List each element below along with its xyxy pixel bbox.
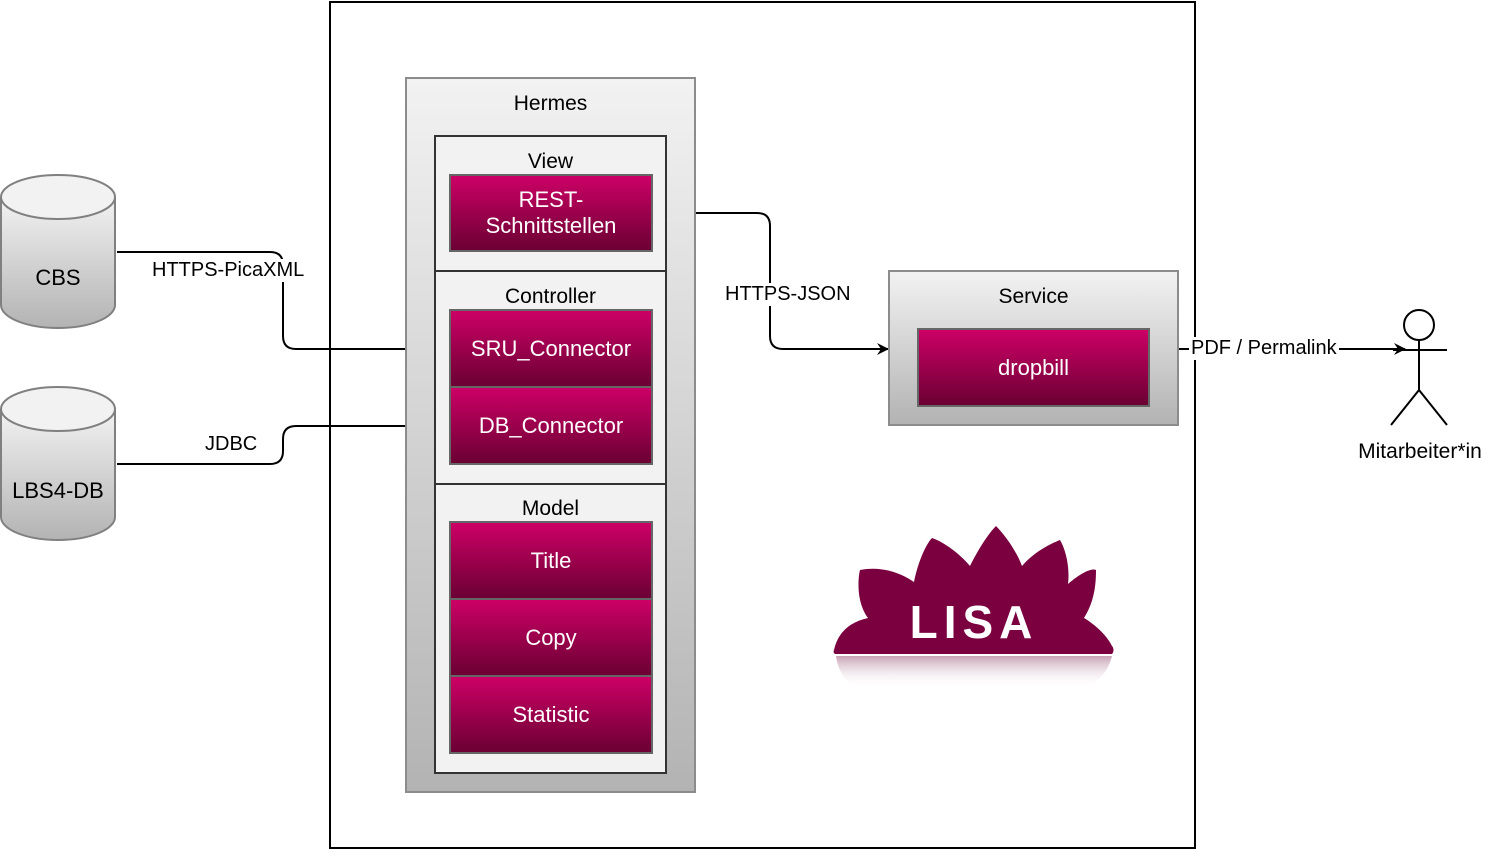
- sru-connector-component: SRU_Connector: [449, 309, 653, 388]
- actor-label: Mitarbeiter*in: [1358, 440, 1482, 463]
- edge-label-jdbc: JDBC: [203, 433, 260, 456]
- controller-title: Controller: [504, 285, 597, 308]
- title-component: Title: [449, 521, 653, 600]
- edge-label-https-json: HTTPS-JSON: [723, 283, 853, 306]
- database-lbs4-label: LBS4-DB: [12, 478, 104, 503]
- edge-cbs-to-sru: [117, 251, 450, 355]
- service-title: Service: [998, 285, 1069, 308]
- copy-component: Copy: [449, 598, 653, 677]
- edge-label-https-picaxml: HTTPS-PicaXML: [150, 259, 307, 282]
- lisa-logo: LISA: [833, 526, 1114, 688]
- rest-schnittstellen-component: REST- Schnittstellen: [449, 174, 653, 252]
- lisa-logo-text: LISA: [910, 596, 1039, 648]
- model-title: Model: [521, 497, 580, 520]
- edge-label-pdf-permalink: PDF / Permalink: [1189, 337, 1339, 360]
- database-cbs: [0, 174, 116, 329]
- edge-rest-to-service: [653, 212, 889, 355]
- statistic-component: Statistic: [449, 675, 653, 754]
- db-connector-component: DB_Connector: [449, 386, 653, 465]
- hermes-title: Hermes: [513, 92, 588, 115]
- database-lbs4: [0, 386, 116, 541]
- actor-icon: [1390, 309, 1448, 426]
- view-title: View: [527, 150, 574, 173]
- database-cbs-label: CBS: [35, 265, 81, 290]
- edge-lbs-to-db: [117, 420, 450, 465]
- dropbill-component: dropbill: [917, 328, 1150, 407]
